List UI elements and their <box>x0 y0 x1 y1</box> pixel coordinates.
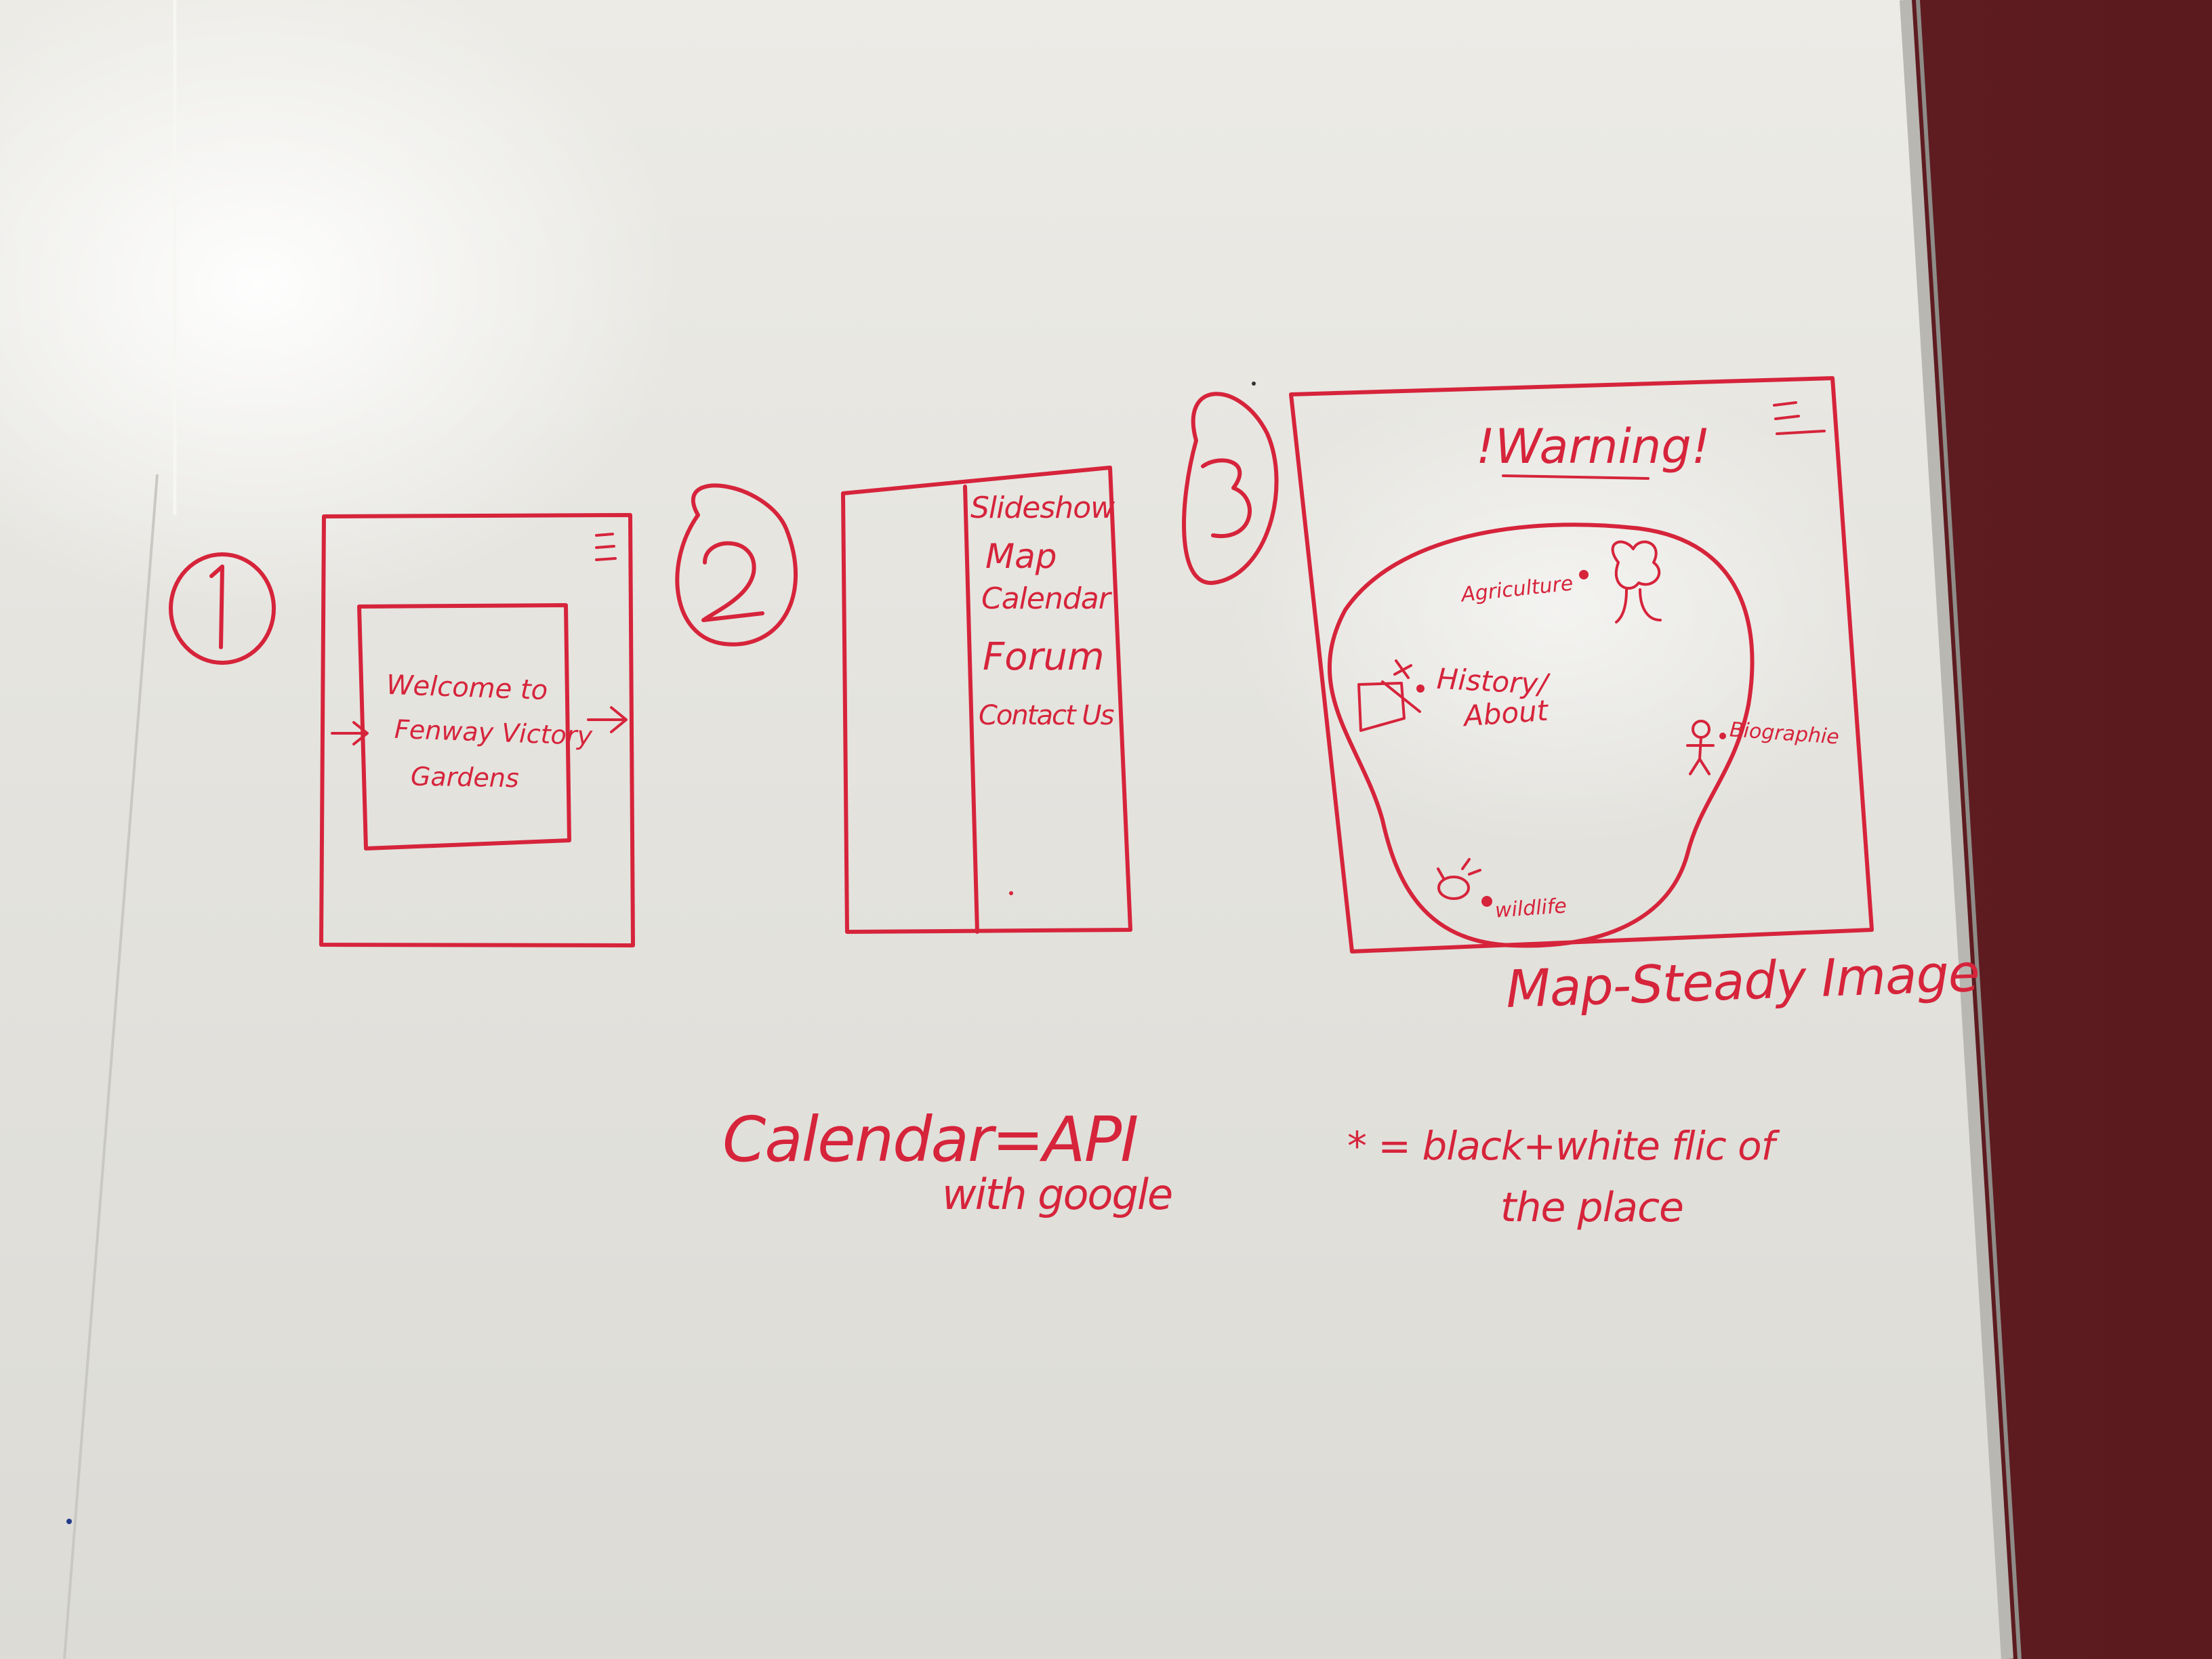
welcome-line-1: Welcome to <box>386 669 548 707</box>
welcome-line-3: Gardens <box>410 761 520 794</box>
side-menu-item-contact-us: Contact Us <box>979 700 1114 731</box>
number-1-circle <box>169 552 276 665</box>
hamburger-menu-icon <box>1773 401 1826 435</box>
side-menu-item-map: Map <box>985 537 1057 576</box>
whiteboard <box>0 0 2006 1659</box>
photo-frame-icon <box>1357 659 1421 732</box>
phone-frame-1 <box>319 513 635 947</box>
star-note-line-1: * = black+white flic of <box>1347 1123 1775 1169</box>
number-2-glyph <box>701 541 764 622</box>
calendar-note-line-1: Calendar=API <box>722 1103 1139 1176</box>
arrow-right-icon <box>587 706 628 733</box>
map-blob <box>1327 523 1755 948</box>
biographies-pin <box>1719 733 1726 739</box>
side-menu-divider <box>963 485 979 934</box>
number-3-circle <box>1182 392 1279 586</box>
wildlife-pin <box>1481 896 1492 907</box>
warning-underline <box>1502 474 1650 480</box>
phone-frame-2 <box>841 466 1132 934</box>
about-label: About <box>1462 693 1549 733</box>
history-pin <box>1416 684 1425 693</box>
board-smudge <box>66 1519 72 1524</box>
phone-frame-3 <box>1289 376 1874 954</box>
side-menu-item-forum: Forum <box>983 635 1105 679</box>
star-note-line-2: the place <box>1500 1184 1684 1231</box>
agriculture-pin <box>1579 570 1589 579</box>
menu-more-dots <box>1009 891 1013 895</box>
number-1-glyph <box>209 565 224 649</box>
number-2-circle <box>675 483 798 647</box>
wildlife-label: wildlife <box>1494 894 1568 923</box>
map-caption: Map-Steady Image <box>1504 942 1980 1020</box>
calendar-note-line-2: with google <box>942 1170 1173 1219</box>
sketch-2 <box>675 466 1132 934</box>
number-3-glyph <box>1201 458 1252 539</box>
sketch-1 <box>169 513 635 947</box>
arrow-left-icon <box>331 721 369 745</box>
tree-icon <box>1611 540 1662 623</box>
hamburger-menu-icon <box>595 533 617 561</box>
side-menu-item-slideshow: Slideshow <box>970 491 1115 525</box>
person-icon <box>1686 720 1715 775</box>
board-smudge <box>1252 382 1256 386</box>
sketch-3 <box>1182 376 1874 954</box>
welcome-modal-box <box>357 603 571 851</box>
warning-title: !Warning! <box>1476 419 1711 474</box>
history-label: History/ <box>1435 661 1549 701</box>
bug-icon <box>1437 858 1481 900</box>
welcome-line-2: Fenway Victory <box>394 714 593 752</box>
side-menu-item-calendar: Calendar <box>981 581 1111 616</box>
